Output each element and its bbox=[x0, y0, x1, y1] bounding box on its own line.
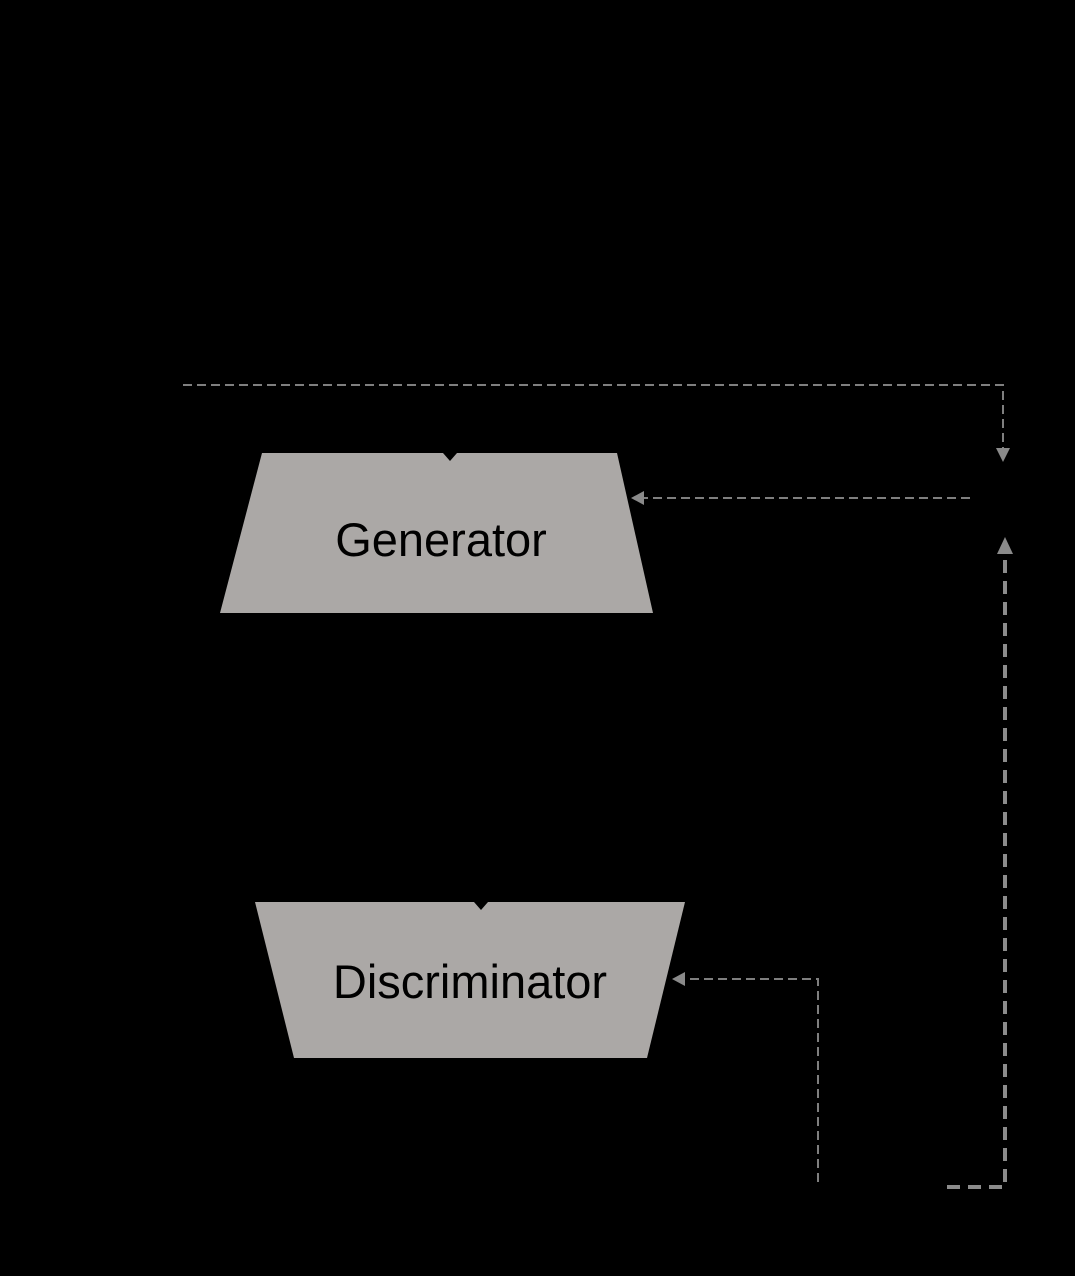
generator-node bbox=[220, 453, 653, 613]
generator-label: Generator bbox=[335, 513, 547, 566]
top-feedback-loop-line bbox=[183, 384, 1004, 450]
discriminator-label: Discriminator bbox=[333, 955, 607, 1008]
feedback-into-discriminator-line bbox=[685, 978, 819, 1182]
arrowhead-left-discriminator-icon bbox=[672, 972, 685, 986]
hidden-arrow-tip-generator bbox=[443, 453, 457, 461]
arrowhead-down-icon bbox=[996, 448, 1010, 462]
arrowhead-up-icon bbox=[997, 537, 1013, 554]
hidden-arrow-tip-discriminator bbox=[474, 902, 488, 910]
discriminator-node bbox=[255, 902, 685, 1058]
arrowhead-left-generator-icon bbox=[631, 491, 644, 505]
